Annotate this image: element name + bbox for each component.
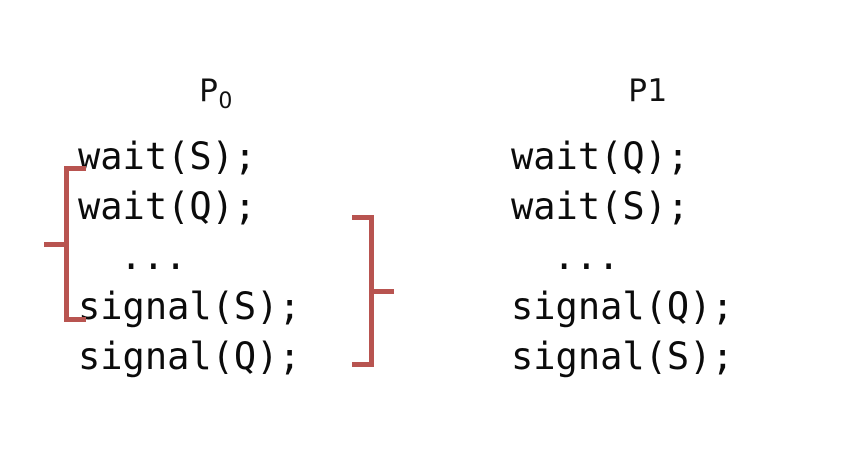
process-title-p0: P0 xyxy=(0,73,444,114)
code-line: signal(S); xyxy=(78,285,301,328)
bracket-arm-top xyxy=(64,166,86,171)
process-title-p0-base: P xyxy=(199,73,219,109)
code-line: ... xyxy=(553,235,620,278)
bracket-center-tick xyxy=(44,242,69,247)
process-title-p1: P1 xyxy=(432,74,864,112)
code-line: signal(Q); xyxy=(78,335,301,378)
bracket-arm-top xyxy=(352,215,374,220)
bracket-center-tick xyxy=(369,289,394,294)
code-block-p1: wait(Q); wait(S); ... signal(Q); signal(… xyxy=(495,132,795,382)
code-block-p0: wait(S); wait(Q); ... signal(S); signal(… xyxy=(62,132,362,382)
code-line: wait(S); xyxy=(511,185,690,228)
process-panel-p0: P0 wait(S); wait(Q); ... signal(S); sign… xyxy=(44,74,394,382)
code-line: wait(Q); xyxy=(78,185,257,228)
bracket-p0-outer xyxy=(44,166,86,322)
process-title-p1-base: P1 xyxy=(628,73,668,109)
code-line: ... xyxy=(120,235,187,278)
code-line: wait(S); xyxy=(78,135,257,178)
bracket-arm-bottom xyxy=(64,317,86,322)
code-line: wait(Q); xyxy=(511,135,690,178)
bracket-arm-bottom xyxy=(352,362,374,367)
code-line: signal(S); xyxy=(511,335,734,378)
code-line: signal(Q); xyxy=(511,285,734,328)
process-title-p0-subscript: 0 xyxy=(218,89,233,114)
bracket-p0-inner xyxy=(352,215,394,367)
process-panel-p1: P1 wait(Q); wait(S); ... signal(Q); sign… xyxy=(432,0,864,472)
